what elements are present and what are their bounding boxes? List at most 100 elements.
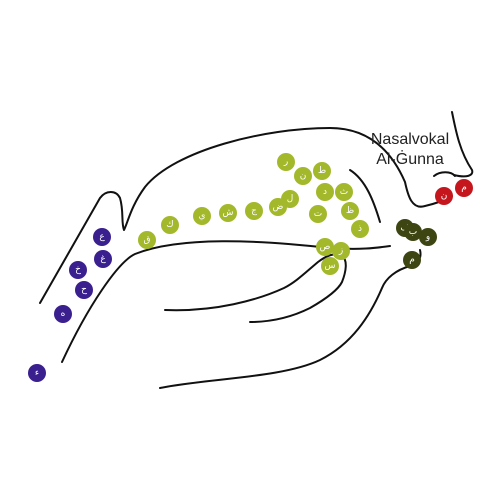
tongue-letter-dot: ذ bbox=[351, 220, 369, 238]
tongue-letter-dot: ث bbox=[335, 183, 353, 201]
lip-letters: فومب bbox=[396, 219, 437, 269]
throat-letter-dot: ه bbox=[54, 305, 72, 323]
throat-letter-text: ه bbox=[61, 309, 66, 319]
tongue-letter-dot: ج bbox=[245, 202, 263, 220]
nasal-letter-circle bbox=[455, 179, 473, 197]
tongue-letter-dot: ش bbox=[219, 204, 237, 222]
tongue-letter-circle bbox=[351, 220, 369, 238]
lips-letter-circle bbox=[419, 228, 437, 246]
tongue-letter-text: ك bbox=[166, 220, 173, 230]
tongue-letter-text: ض bbox=[273, 202, 284, 212]
lips-letter-circle bbox=[404, 223, 422, 241]
tongue-letter-text: ص bbox=[320, 242, 331, 252]
tongue-letter-text: د bbox=[323, 187, 327, 197]
label-line-1: Nasalvokal bbox=[370, 131, 450, 148]
tongue-letter-text: ز bbox=[338, 246, 343, 256]
lips-letter-dot: م bbox=[403, 251, 421, 269]
throat-letter-circle bbox=[93, 228, 111, 246]
nostril bbox=[433, 171, 456, 177]
nasal-vowel-label: Nasalvokal Al-Ġunna bbox=[355, 130, 465, 170]
tongue-letter-text: ن bbox=[300, 171, 307, 181]
tongue-letter-dot: د bbox=[316, 183, 334, 201]
lips-letter-circle bbox=[403, 251, 421, 269]
throat-letter-dot: ع bbox=[93, 228, 111, 246]
lips-letter-dot: ب bbox=[404, 223, 422, 241]
tongue-letter-circle bbox=[316, 183, 334, 201]
throat-letter-dot: ح bbox=[75, 281, 93, 299]
throat-letter-circle bbox=[28, 364, 46, 382]
tongue-letter-circle bbox=[341, 202, 359, 220]
throat-letter-text: خ bbox=[75, 265, 81, 275]
tongue-letter-dot: ط bbox=[313, 162, 331, 180]
tongue-letter-circle bbox=[316, 238, 334, 256]
lips-letter-text: م bbox=[409, 255, 415, 265]
tongue-letter-text: ي bbox=[198, 211, 205, 221]
tongue-letter-circle bbox=[219, 204, 237, 222]
throat-letter-text: ع bbox=[99, 232, 105, 242]
throat-letter-dot: خ bbox=[69, 261, 87, 279]
tongue-letter-circle bbox=[294, 167, 312, 185]
tongue-letter-dot: ر bbox=[277, 153, 295, 171]
tongue-letter-dot: ك bbox=[161, 216, 179, 234]
tongue-letter-text: ث bbox=[340, 187, 348, 197]
nasal-letters: نم bbox=[435, 179, 473, 205]
label-line-2: Al-Ġunna bbox=[376, 151, 444, 168]
lips-letter-dot: و bbox=[419, 228, 437, 246]
alveolar-ridge bbox=[349, 169, 381, 223]
tongue-letter-text: ذ bbox=[358, 224, 362, 234]
tongue-letter-text: س bbox=[325, 261, 336, 271]
nasal-letter-dot: م bbox=[455, 179, 473, 197]
tongue-letter-circle bbox=[161, 216, 179, 234]
tongue-letter-text: ت bbox=[314, 209, 322, 219]
throat-letter-text: ء bbox=[35, 368, 39, 378]
tongue-letter-circle bbox=[321, 257, 339, 275]
tongue-letter-circle bbox=[309, 205, 327, 223]
throat-letter-circle bbox=[75, 281, 93, 299]
throat-letter-circle bbox=[69, 261, 87, 279]
tongue-letter-circle bbox=[313, 162, 331, 180]
tongue-letter-circle bbox=[335, 183, 353, 201]
throat-letter-text: غ bbox=[100, 254, 106, 264]
tongue-letter-circle bbox=[245, 202, 263, 220]
tongue-letters: ق ك ي ش ج ض ر ن ل ط د ت ثظذ زصس bbox=[138, 153, 369, 275]
tongue-letter-circle bbox=[277, 153, 295, 171]
nasal-letter-dot: ن bbox=[435, 187, 453, 205]
tongue-letter-text: ش bbox=[223, 208, 234, 218]
tongue-letter-dot: ق bbox=[138, 231, 156, 249]
tongue-letter-circle bbox=[281, 190, 299, 208]
tongue-letter-circle bbox=[193, 207, 211, 225]
throat-outline bbox=[61, 240, 391, 363]
tongue-letter-text: ط bbox=[318, 166, 326, 176]
tongue-letter-dot: ت bbox=[309, 205, 327, 223]
throat-letter-dot: غ bbox=[94, 250, 112, 268]
throat-letter-text: ح bbox=[81, 285, 87, 295]
nasal-letter-text: ن bbox=[441, 191, 448, 201]
tongue-letter-text: ر bbox=[283, 157, 288, 167]
throat-letters: ء ه ح ع خ غ bbox=[28, 228, 112, 382]
lips-letter-text: و bbox=[425, 232, 430, 242]
jaw-outline bbox=[159, 249, 422, 389]
tongue-letter-dot: ل bbox=[281, 190, 299, 208]
nasal-letter-text: م bbox=[461, 183, 467, 193]
tongue-letter-dot: ص bbox=[316, 238, 334, 256]
tongue-letter-dot: ز bbox=[332, 242, 350, 260]
nasal-letter-circle bbox=[435, 187, 453, 205]
tongue-letter-dot: ي bbox=[193, 207, 211, 225]
tongue-letter-text: ق bbox=[144, 235, 151, 245]
tongue-letter-text: ج bbox=[251, 206, 257, 216]
tongue-letter-dot: س bbox=[321, 257, 339, 275]
throat-letter-dot: ء bbox=[28, 364, 46, 382]
throat-letter-circle bbox=[54, 305, 72, 323]
tongue-letter-circle bbox=[332, 242, 350, 260]
nose-outline bbox=[451, 111, 474, 178]
palate-outline bbox=[39, 127, 453, 304]
tongue-outline bbox=[164, 253, 347, 323]
tongue-letter-dot: ن bbox=[294, 167, 312, 185]
lips-letter-text: ب bbox=[409, 227, 417, 237]
tongue-letter-circle bbox=[138, 231, 156, 249]
tongue-letter-text: ل bbox=[287, 194, 294, 204]
tongue-letter-dot: ظ bbox=[341, 202, 359, 220]
tongue-letter-text: ظ bbox=[346, 206, 354, 216]
throat-letter-circle bbox=[94, 250, 112, 268]
